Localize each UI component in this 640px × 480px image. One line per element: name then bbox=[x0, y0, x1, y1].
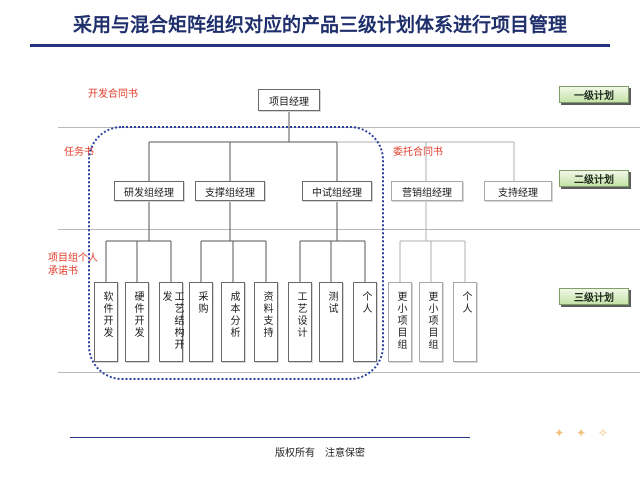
title-underline bbox=[30, 44, 610, 47]
node-support-lead: 支持经理 bbox=[484, 181, 552, 201]
node-support-manager: 支撑组经理 bbox=[195, 181, 265, 201]
leaf-individual-2: 个人 bbox=[453, 282, 477, 362]
leaf-label: 更小项目组 bbox=[426, 291, 437, 351]
separator-3 bbox=[58, 372, 640, 373]
label-commitment-line1: 项目组个人 bbox=[48, 253, 98, 264]
leaf-process-design: 工艺设计 bbox=[288, 282, 312, 362]
leaf-smaller-team-2: 更小项目组 bbox=[419, 282, 443, 362]
node-project-manager: 项目经理 bbox=[258, 89, 320, 111]
separator-2 bbox=[58, 229, 640, 230]
leaf-label: 成本分析 bbox=[228, 291, 239, 339]
label-commitment: 项目组个人 承诺书 bbox=[48, 252, 98, 278]
page-title: 采用与混合矩阵组织对应的产品三级计划体系进行项目管理 bbox=[72, 14, 567, 36]
label-entrusted-contract: 委托合同书 bbox=[393, 147, 443, 158]
node-pilot-manager: 中试组经理 bbox=[302, 181, 372, 201]
leaf-label: 个人 bbox=[360, 291, 371, 315]
leaf-label: 测试 bbox=[326, 291, 337, 315]
label-commitment-line2: 承诺书 bbox=[48, 266, 78, 277]
sparkle-decoration-icon: ✦ ✦ ✧ bbox=[554, 426, 612, 440]
level-1-badge: 一级计划 bbox=[559, 86, 629, 103]
level-3-badge: 三级计划 bbox=[559, 288, 629, 305]
leaf-label: 工艺设计 bbox=[295, 291, 306, 339]
leaf-software-dev: 软件开发 bbox=[94, 282, 118, 362]
leaf-document-support: 资料支持 bbox=[254, 282, 278, 362]
leaf-procurement: 采购 bbox=[189, 282, 213, 362]
leaf-process-structure-dev: 工艺结构开发 bbox=[159, 282, 183, 362]
leaf-label: 硬件开发 bbox=[132, 291, 143, 339]
leaf-label: 更小项目组 bbox=[395, 291, 406, 351]
leaf-label: 资料支持 bbox=[261, 291, 272, 339]
leaf-label: 个人 bbox=[460, 291, 471, 315]
leaf-label: 工艺结构开发 bbox=[160, 291, 183, 351]
leaf-label: 采购 bbox=[196, 291, 207, 315]
leaf-individual: 个人 bbox=[353, 282, 377, 362]
level-2-badge: 二级计划 bbox=[559, 170, 629, 187]
footer-copyright: 版权所有 注意保密 bbox=[275, 448, 365, 459]
matrix-scope-outline bbox=[88, 126, 384, 380]
leaf-label: 软件开发 bbox=[101, 291, 112, 339]
node-marketing-manager: 营销组经理 bbox=[391, 181, 463, 201]
label-contract: 开发合同书 bbox=[88, 89, 138, 100]
footer-rule bbox=[70, 437, 470, 438]
label-task: 任务书 bbox=[64, 147, 94, 158]
leaf-testing: 测试 bbox=[319, 282, 343, 362]
leaf-hardware-dev: 硬件开发 bbox=[125, 282, 149, 362]
leaf-smaller-team-1: 更小项目组 bbox=[388, 282, 412, 362]
leaf-cost-analysis: 成本分析 bbox=[221, 282, 245, 362]
node-rd-manager: 研发组经理 bbox=[114, 181, 184, 201]
